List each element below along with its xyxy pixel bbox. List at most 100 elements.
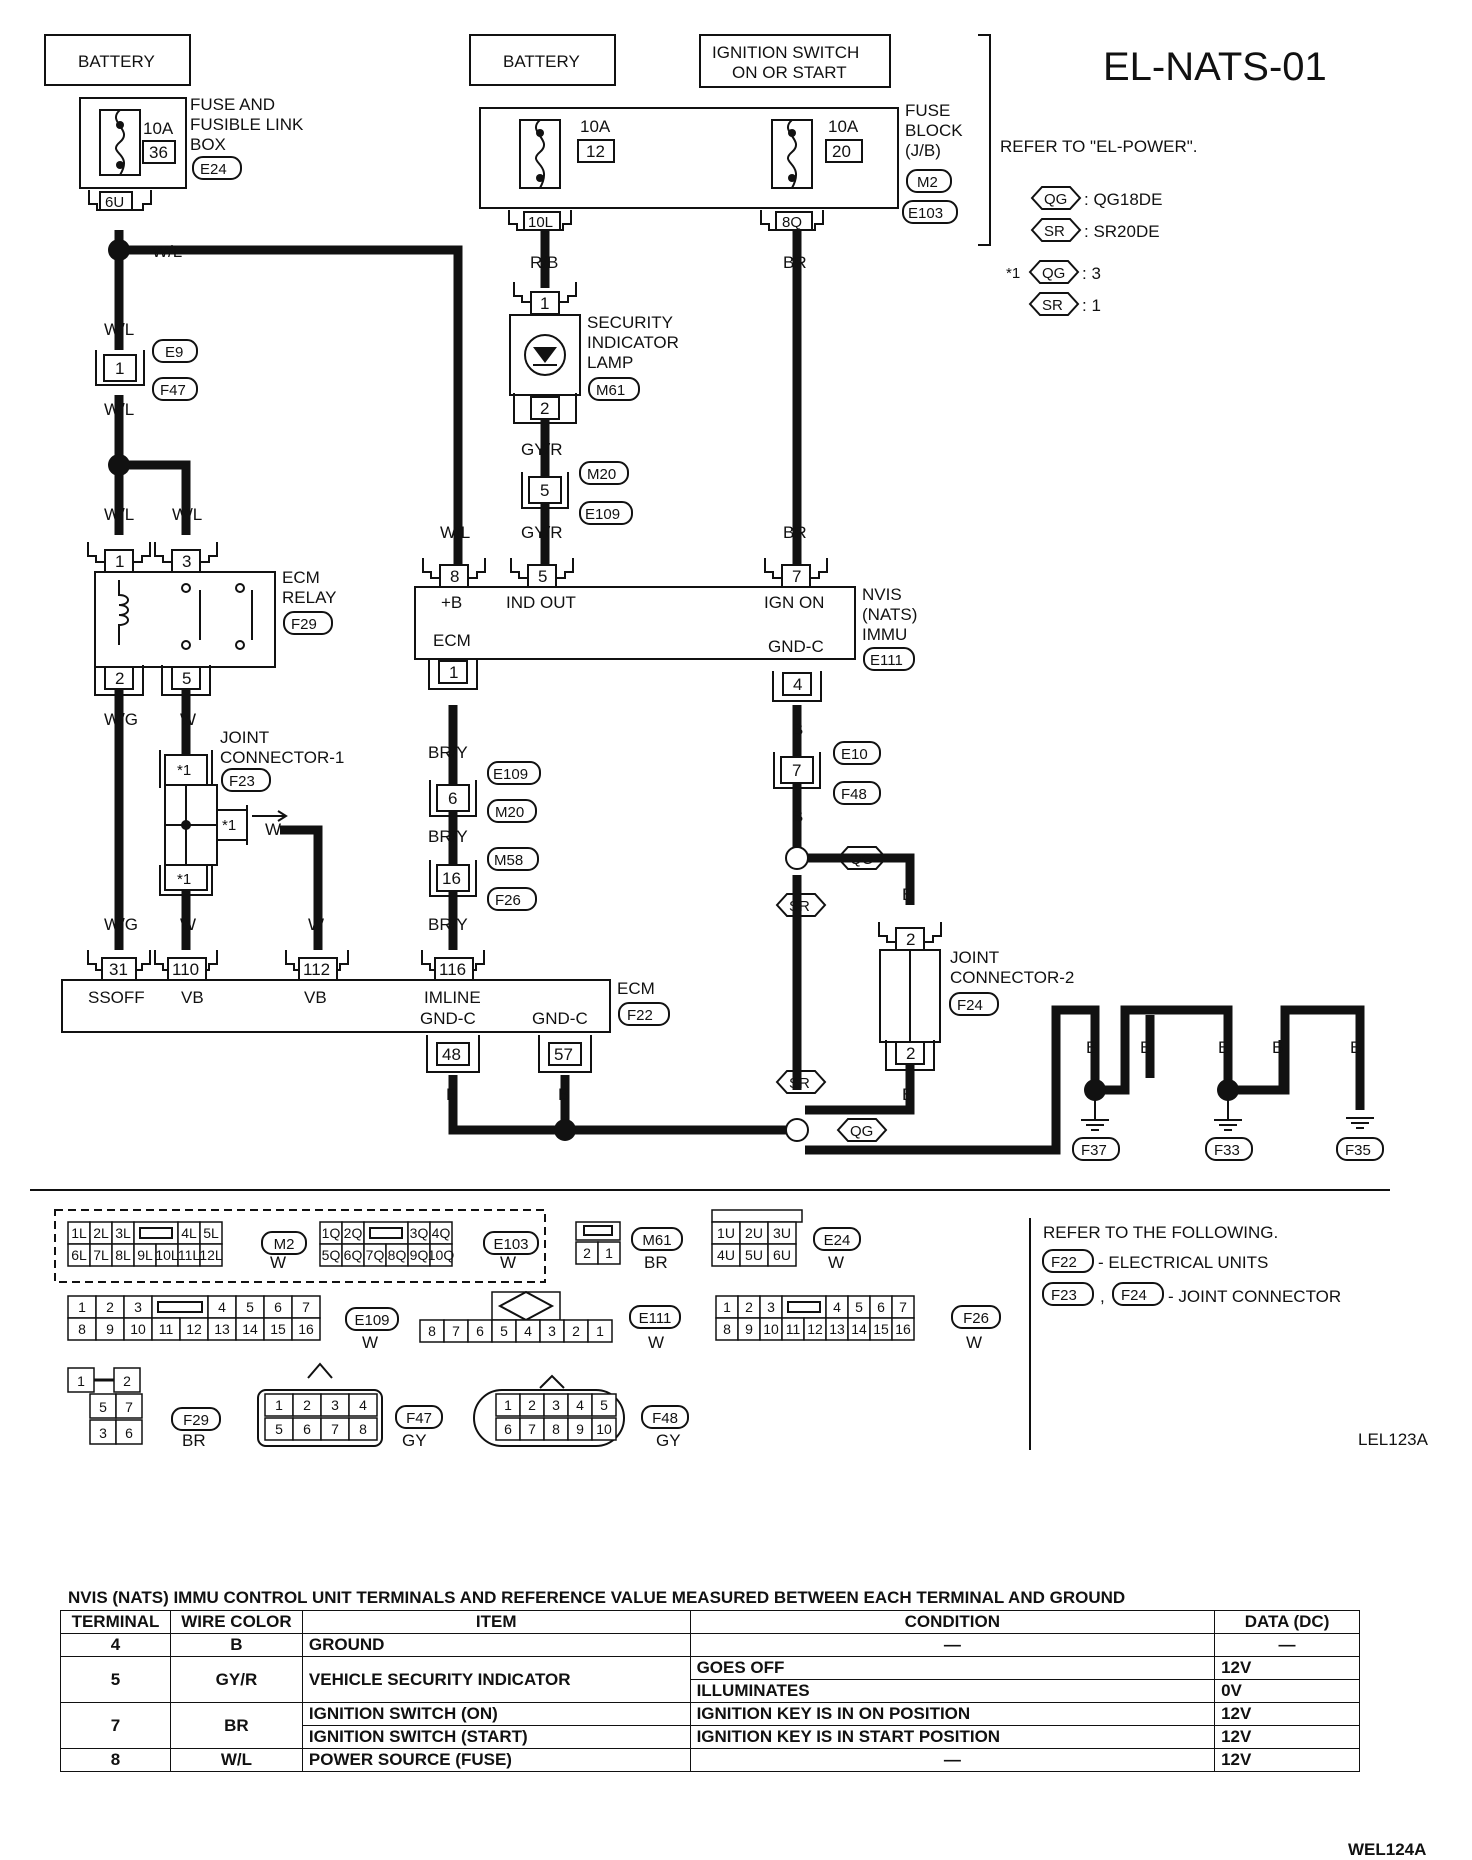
- fuse-12-amp: 10A: [580, 117, 611, 136]
- wire-label-gyr-2: GY/R: [521, 523, 563, 542]
- m2-pin: 1L: [71, 1225, 87, 1241]
- e24-pin: 3U: [773, 1225, 791, 1241]
- joint1-star-right: *1: [222, 817, 236, 834]
- m2-pin: 2L: [93, 1225, 109, 1241]
- cell-terminal: 4: [60, 1633, 171, 1657]
- fuse-20-icon: [771, 119, 813, 189]
- ref2-text: - JOINT CONNECTOR: [1168, 1287, 1341, 1306]
- e24-pin: 4U: [717, 1247, 735, 1263]
- wire-label-bry-2: BR/Y: [428, 827, 468, 846]
- svg-text:*1: *1: [1006, 265, 1020, 282]
- nvis-pin-ign-on: IGN ON: [764, 593, 824, 612]
- table-row: ILLUMINATES 0V: [61, 1679, 1360, 1703]
- ecm-pin-gndc-2: GND-C: [532, 1009, 588, 1028]
- e24-pin: 5U: [745, 1247, 763, 1263]
- wire-label-b-2: B: [792, 807, 803, 826]
- cell-item: IGNITION SWITCH (START): [301, 1725, 691, 1749]
- e109-pin: 7: [302, 1299, 310, 1315]
- e103-pin: 10Q: [428, 1247, 455, 1263]
- conn-e109-ref: E109: [354, 1312, 389, 1329]
- diagram-title: EL-NATS-01: [1103, 45, 1327, 89]
- f48-pin: 9: [576, 1421, 584, 1437]
- conn-m61-color: BR: [644, 1253, 668, 1272]
- conn-f47-color: GY: [402, 1431, 427, 1450]
- fuse-block-label-3: (J/B): [905, 141, 941, 160]
- ecm-relay-label-2: RELAY: [282, 588, 337, 607]
- conn-e24-label: E24: [200, 161, 227, 178]
- conn-m61-label: M61: [596, 382, 625, 399]
- f47-pin: 3: [331, 1397, 339, 1413]
- conn-f48-color: GY: [656, 1431, 681, 1450]
- terminal-e109-6: 6: [448, 789, 457, 808]
- joint1-star-top: *1: [177, 762, 191, 779]
- ref1-conn: F22: [1051, 1254, 1077, 1271]
- f48-pin: 7: [528, 1421, 536, 1437]
- terminal-m61-1: 1: [540, 294, 549, 313]
- e103-pin: 5Q: [322, 1247, 341, 1263]
- e109-pin: 11: [159, 1321, 174, 1337]
- e109-pin: 6: [274, 1299, 282, 1315]
- fuse-link-box-label-1: FUSE AND: [190, 95, 275, 114]
- cell-item: IGNITION SWITCH (ON): [301, 1702, 691, 1726]
- ecm-pin-vb2: VB: [304, 988, 327, 1007]
- conn-e109-color: W: [362, 1333, 378, 1352]
- e109-pin: 9: [106, 1321, 114, 1337]
- e103-pin: 2Q: [344, 1225, 363, 1241]
- header-condition: CONDITION: [689, 1610, 1216, 1634]
- cell-condition: IGNITION KEY IS IN ON POSITION: [689, 1702, 1216, 1726]
- cell-terminal: 8: [60, 1748, 171, 1772]
- nvis-pin-ind-out: IND OUT: [506, 593, 576, 612]
- e103-pin: 4Q: [432, 1225, 451, 1241]
- svg-text:F37: F37: [1081, 1142, 1107, 1159]
- f48-pin: 8: [552, 1421, 560, 1437]
- terminal-m58-16: 16: [442, 869, 461, 888]
- fuse-12-number: 12: [586, 142, 605, 161]
- nvis-label-2: (NATS): [862, 605, 917, 624]
- legend-sr: SR : SR20DE: [1030, 218, 1160, 242]
- cell-data: 0V: [1214, 1679, 1360, 1703]
- terminal-e10-7: 7: [792, 761, 801, 780]
- f48-pin: 5: [600, 1397, 608, 1413]
- f47-pin: 2: [303, 1397, 311, 1413]
- conn-m20-label: M20: [587, 466, 616, 483]
- nvis-pin-ecm: ECM: [433, 631, 471, 650]
- terminal-joint2-bottom: 2: [906, 1044, 915, 1063]
- note-star1: *1 QG : 3 SR : 1: [1006, 260, 1101, 316]
- cell-terminal: 5: [60, 1656, 171, 1703]
- f29-pin: 5: [99, 1399, 107, 1415]
- m2-pin: 7L: [93, 1247, 109, 1263]
- cell-wire: W/L: [169, 1748, 303, 1772]
- wire-paths: [114, 230, 1365, 1155]
- conn-e109-label-1: E109: [585, 506, 620, 523]
- terminal-relay-2: 2: [115, 669, 124, 688]
- conn-m2-color: W: [270, 1253, 286, 1272]
- conn-e111-ref: E111: [639, 1310, 672, 1327]
- conn-f26-label-1: F26: [495, 892, 521, 909]
- f26-pin: 14: [851, 1321, 867, 1337]
- m2-pin: 10L: [155, 1247, 179, 1263]
- conn-f22-label-1: F22: [627, 1007, 653, 1024]
- terminal-m20-5: 5: [540, 481, 549, 500]
- fuse-block-label-1: FUSE: [905, 101, 950, 120]
- wire-label-b-6: B: [558, 1085, 569, 1104]
- e103-pin: 7Q: [366, 1247, 385, 1263]
- tag-sr-bottom: SR: [789, 1075, 810, 1092]
- conn-m20-label-2: M20: [495, 804, 524, 821]
- header-data: DATA (DC): [1214, 1610, 1360, 1634]
- ecm-pin-vb1: VB: [181, 988, 204, 1007]
- ref2-conn1: F23: [1051, 1287, 1077, 1304]
- terminal-ecm-48: 48: [442, 1045, 461, 1064]
- e109-pin: 5: [246, 1299, 254, 1315]
- refer-el-power: REFER TO "EL-POWER".: [1000, 137, 1198, 156]
- ignition-switch-label-1: IGNITION SWITCH: [712, 43, 859, 62]
- e24-pin: 6U: [773, 1247, 791, 1263]
- wire-label-b-11: B: [1350, 1038, 1361, 1057]
- ground-f35-icon: F35: [1336, 1117, 1384, 1161]
- battery-center-label: BATTERY: [503, 52, 580, 71]
- terminal-10l: 10L: [528, 214, 553, 231]
- terminal-joint2-top: 2: [906, 930, 915, 949]
- m2-pin: 6L: [71, 1247, 87, 1263]
- fuse-36-number: 36: [149, 143, 168, 162]
- diagram-code-bottom: WEL124A: [1348, 1840, 1427, 1859]
